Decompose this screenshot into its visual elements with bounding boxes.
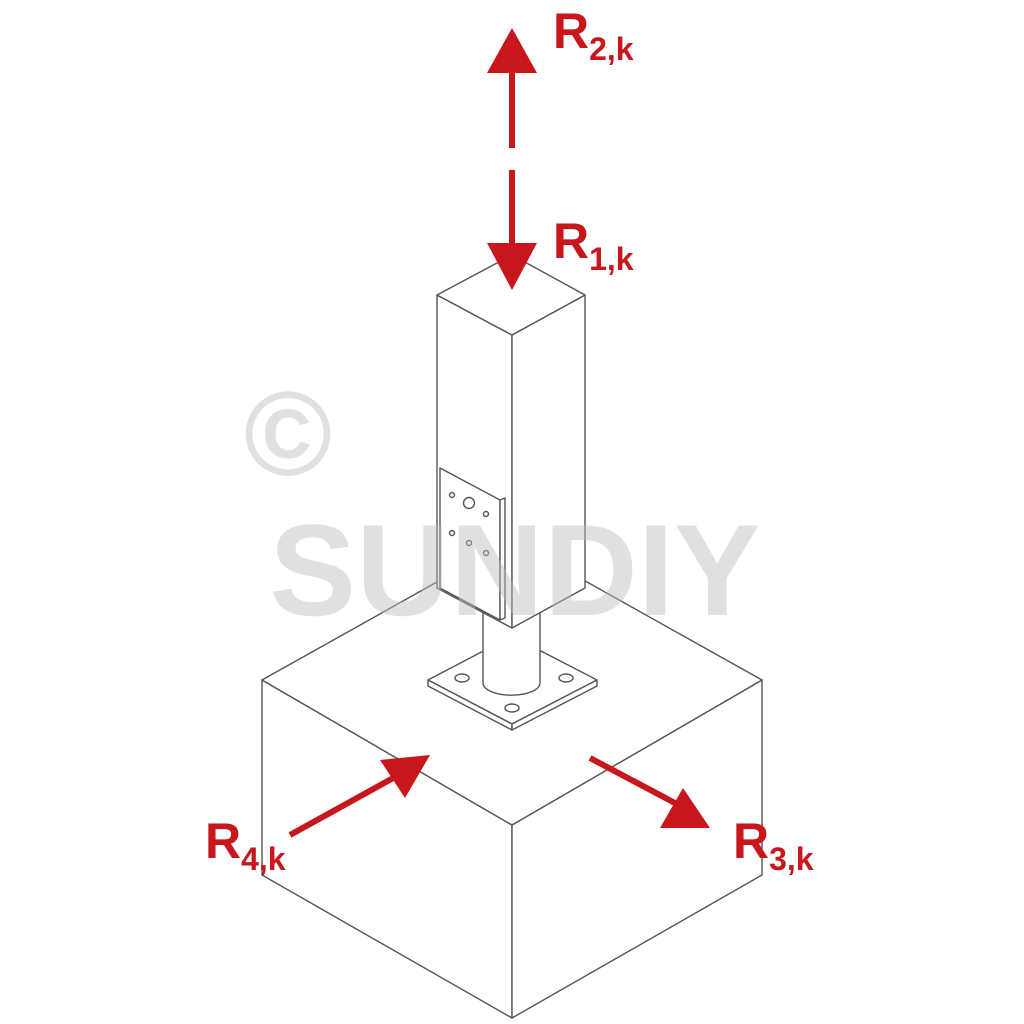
label-r4: R4,k: [205, 813, 286, 877]
label-r3: R3,k: [733, 813, 814, 877]
copyright-symbol: ©: [244, 367, 332, 501]
watermark-text: SUNDIY: [269, 497, 760, 643]
arrow-r3: [588, 755, 710, 828]
arrow-r4: [288, 755, 430, 838]
arrow-r2-up: [487, 28, 537, 148]
label-r2: R2,k: [553, 3, 634, 67]
arrow-r1-down: [487, 170, 537, 290]
side-plate: [439, 467, 506, 621]
label-r1: R1,k: [553, 213, 634, 277]
post-tube: [482, 609, 541, 696]
watermark: © SUNDIY: [244, 367, 761, 643]
